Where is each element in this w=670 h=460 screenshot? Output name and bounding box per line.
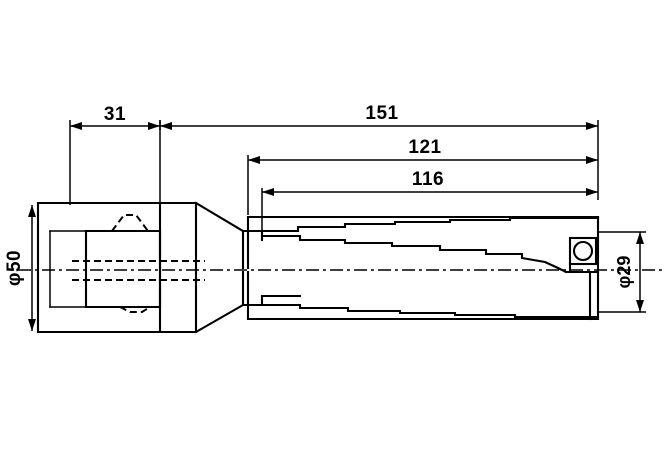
drive-key-slot: [111, 214, 151, 313]
insert-pocket: [568, 236, 598, 266]
taper-upper: [194, 201, 245, 233]
arrow-121-right: [586, 156, 598, 164]
conical-transition: [194, 201, 245, 334]
dimension-121: 121: [247, 137, 598, 215]
flute-helix-upper: [260, 234, 568, 274]
body-neck-lines-lower: [241, 270, 264, 321]
arrow-116-right: [586, 188, 598, 196]
dim-label-31: 31: [104, 104, 126, 125]
dimension-31: 31: [69, 104, 161, 205]
arrow-phi29-top: [636, 232, 644, 244]
dim-label-121: 121: [408, 137, 441, 158]
flute-land-lower: [260, 303, 577, 319]
arrow-phi50-bottom: [28, 319, 36, 331]
arrow-151-left: [160, 122, 172, 130]
arrow-31-right: [148, 122, 160, 130]
drill-shank: [36, 201, 198, 334]
dim-label-phi50: φ50: [4, 250, 25, 286]
arrow-151-right: [586, 122, 598, 130]
drive-slot-profile-bottom: [119, 306, 151, 313]
body-neck-lines: [241, 215, 250, 270]
arrow-121-left: [248, 156, 260, 164]
arrow-116-left: [262, 188, 274, 196]
arrow-31-left: [70, 122, 82, 130]
flute-land-upper: [260, 216, 572, 233]
arrow-phi29-bottom: [636, 300, 644, 312]
drive-slot-profile-top: [111, 214, 149, 232]
insert-pocket-assembly: [564, 215, 600, 321]
dimension-phi50: φ50: [4, 205, 36, 331]
dimension-116: 116: [261, 169, 598, 230]
taper-lower: [194, 303, 245, 334]
arrow-phi50-top: [28, 205, 36, 217]
dim-label-phi29: φ29: [614, 256, 634, 289]
dim-label-151: 151: [365, 103, 398, 124]
dimension-phi29: φ29: [598, 231, 646, 313]
insert-clamp-screw: [572, 240, 594, 262]
internal-bore: [49, 229, 205, 309]
dim-label-116: 116: [412, 169, 444, 190]
drill-body: [241, 215, 600, 321]
dimension-151: 151: [159, 103, 599, 200]
